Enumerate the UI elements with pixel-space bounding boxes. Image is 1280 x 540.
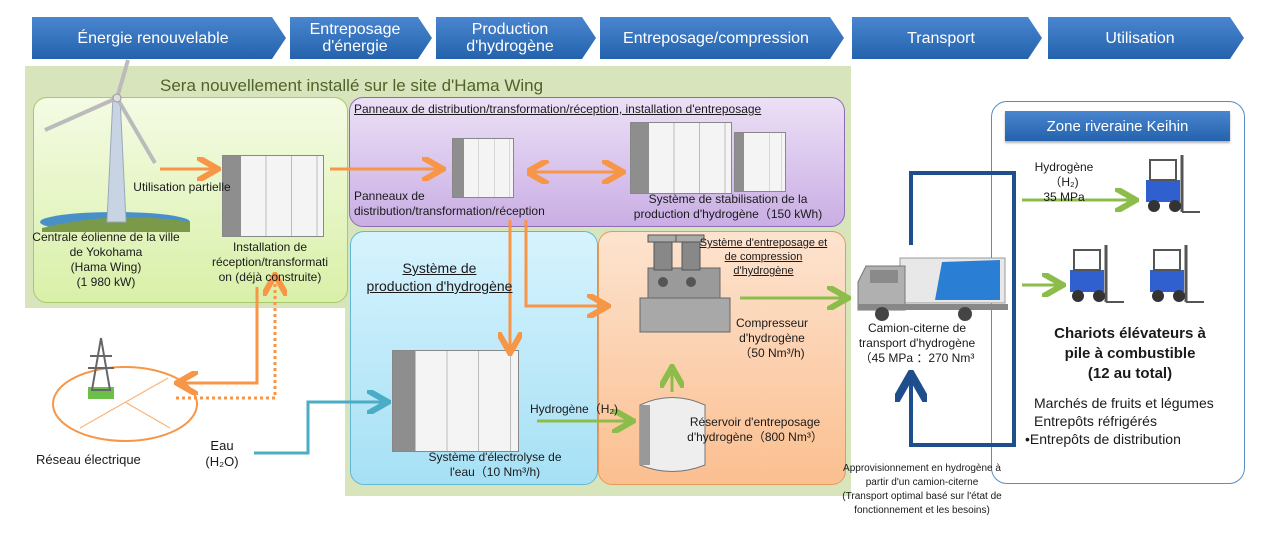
arrow-panels-to-compressor [524,220,605,306]
compression-box-title: Système d'entreposage et de compression … [699,237,828,277]
supply-loop-line [911,171,1016,447]
usage-sites-list: Marchés de fruits et légumes Entrepôts r… [1025,394,1214,448]
arrow-grid-to-reception-dotted [176,278,275,400]
usage-site: Marchés de fruits et légumes [1034,395,1214,411]
hydrogen-tank-icon [639,397,706,472]
compression-storage-box [598,231,846,485]
wind-plant-label: Centrale éolienne de la ville de Yokoham… [32,230,180,289]
compressor-icon [639,234,731,333]
wind-turbine-icon [40,59,190,232]
water-label: Eau (H₂O) [205,438,239,469]
site-area-cutout [25,308,345,498]
tanker-supply-note: Approvisionnement en hydrogène à partir … [842,463,1002,516]
usage-site: Entrepôts réfrigérés [1034,413,1157,429]
stage-storage-compression: Entreposage/compression [600,17,844,59]
keihin-zone-title: Zone riveraine Keihin [1005,111,1230,141]
forklift-icon [1146,155,1200,213]
electrolysis-box-title: Système de production d'hydrogène [366,260,513,294]
tank-label: Réservoir d'entreposage d'hydrogène（800 … [687,415,823,444]
distribution-panel-icon [452,138,514,198]
stage-energy-storage: Entreposage d'énergie [290,17,432,59]
forklift-icon [1070,245,1124,303]
arrow-reception-to-grid [180,287,259,383]
stabilization-battery-small-icon [734,132,786,192]
electrolyzer-label: Système d'électrolyse de l'eau（10 Nm³/h) [428,450,562,479]
compressor-label: Compresseur d'hydrogène （50 Nm³/h) [735,316,809,360]
power-grid-icon [52,337,198,442]
forklift-title: Chariots élévateurs à pile à combustible… [1054,325,1206,382]
tanker-truck-label: Camion-citerne de transport d'hydrogène … [858,321,976,365]
site-title: Sera nouvellement installé sur le site d… [160,76,544,95]
stage-transport: Transport [852,17,1042,59]
forklift-icon [1150,245,1204,303]
water-input-line [254,402,385,455]
panels-box-title: Panneaux de distribution/transformation/… [354,102,762,116]
keihin-zone-box [991,101,1245,484]
tanker-truck-icon [857,257,1008,321]
distribution-panel-label: Panneaux de distribution/transformation/… [354,189,545,218]
hydrogen-flow-label: Hydrogène（H₂) [530,402,619,416]
stabilization-system-label: Système de stabilisation de la productio… [633,192,823,221]
reception-facility-label: Installation de réception/transformati o… [211,240,329,284]
hydrogen-35mpa-label: Hydrogène（H₂) 35 MPa [1034,160,1094,204]
stage-utilisation: Utilisation [1048,17,1244,59]
stage-hydrogen-production: Production d'hydrogène [436,17,596,59]
reception-facility-icon [222,155,324,237]
stage-renewable-energy: Énergie renouvelable [32,17,286,59]
electrolyzer-icon [392,350,519,452]
usage-site: •Entrepôts de distribution [1025,431,1181,447]
power-grid-label: Réseau électrique [36,452,141,467]
partial-use-label: Utilisation partielle [133,180,231,194]
stabilization-battery-icon [630,122,732,194]
